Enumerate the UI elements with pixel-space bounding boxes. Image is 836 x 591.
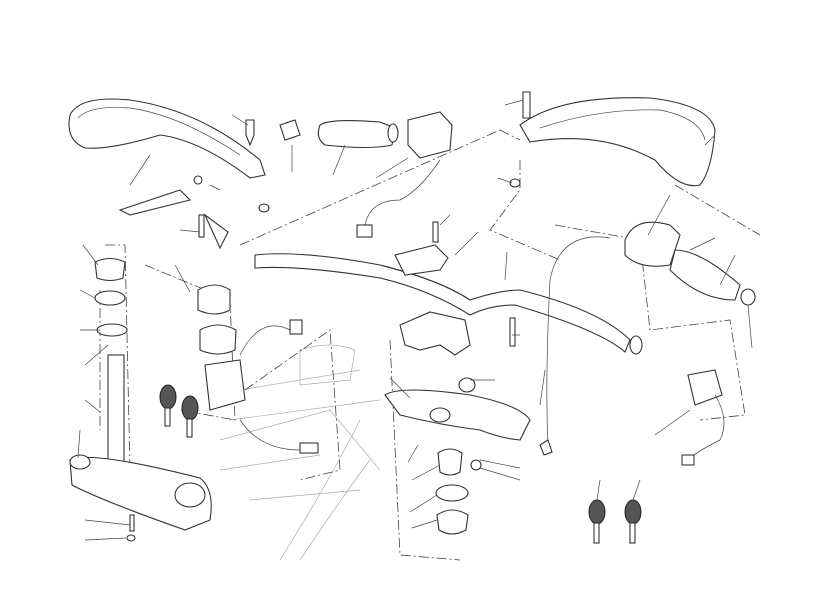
steering-stem bbox=[69, 257, 212, 542]
leader-lines bbox=[77, 99, 753, 541]
handlebar-clamp bbox=[394, 221, 516, 356]
right-mirror bbox=[509, 91, 716, 188]
assembly-lines bbox=[99, 129, 761, 561]
right-grip-assembly bbox=[546, 221, 756, 466]
left-mirror bbox=[68, 98, 270, 250]
left-grip-assembly bbox=[279, 111, 453, 238]
upper-triple-clamp bbox=[384, 377, 553, 535]
ignition-assembly bbox=[197, 284, 319, 454]
frame-outline bbox=[219, 344, 381, 561]
